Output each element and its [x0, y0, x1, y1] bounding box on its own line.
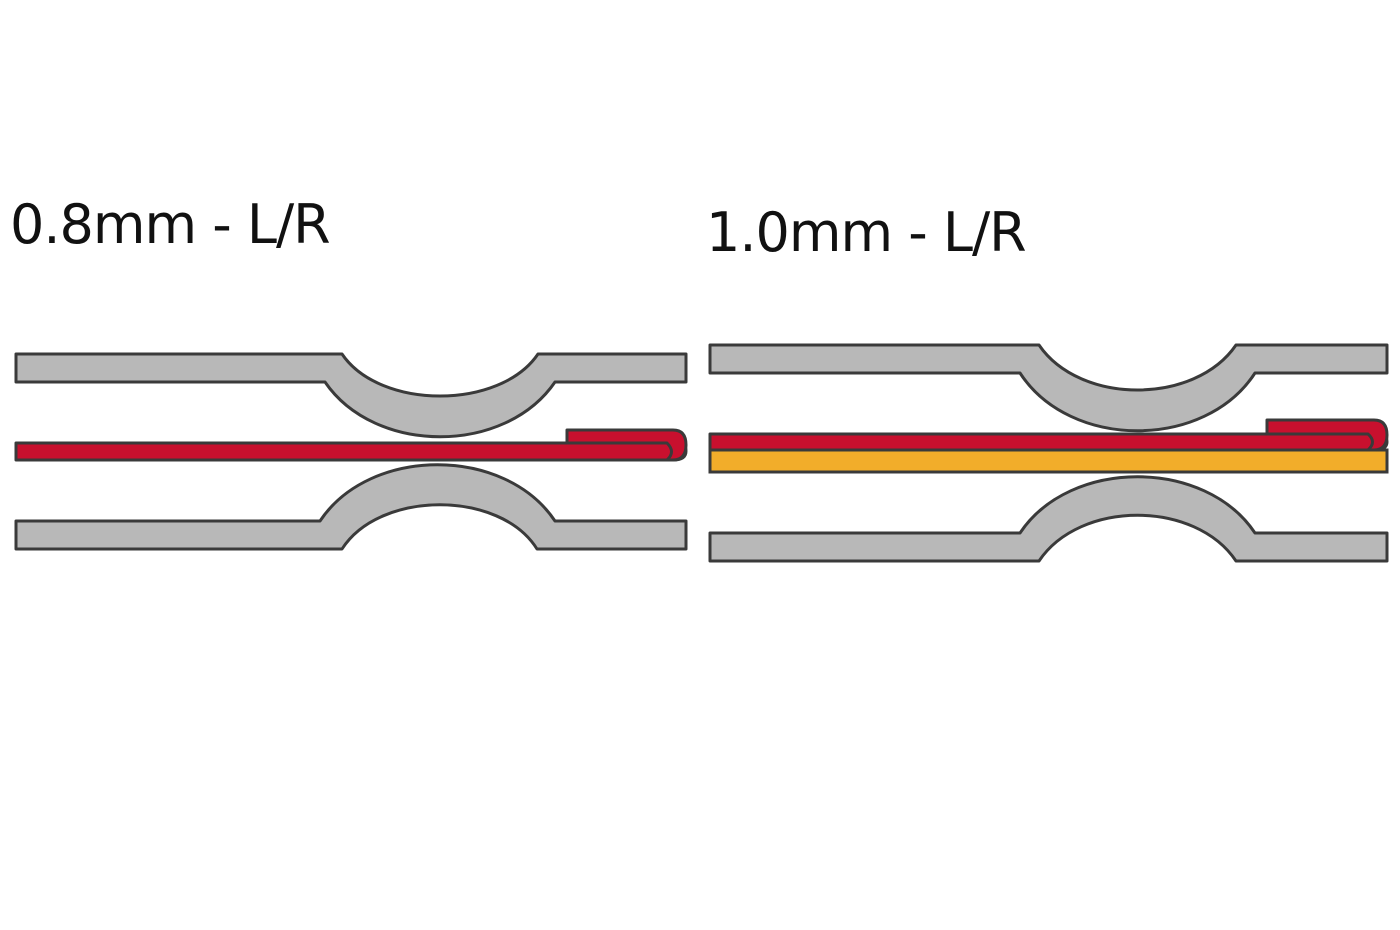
diagram-label-0.8mm: 0.8mm - L/R: [10, 193, 331, 256]
diagram-0.8mm: [14, 352, 688, 551]
red-strip-right: [708, 432, 1389, 452]
red-hook-right: [1265, 418, 1389, 452]
red-strip-left: [14, 441, 688, 462]
top-plate-right: [708, 343, 1389, 433]
bottom-plate-left: [14, 463, 688, 551]
red-hook-left: [565, 428, 688, 462]
bottom-plate-right: [708, 475, 1389, 563]
yellow-strip-right: [708, 448, 1389, 474]
top-plate-left: [14, 352, 688, 439]
diagram-label-1.0mm: 1.0mm - L/R: [706, 201, 1027, 264]
diagram-1.0mm: [708, 343, 1389, 563]
